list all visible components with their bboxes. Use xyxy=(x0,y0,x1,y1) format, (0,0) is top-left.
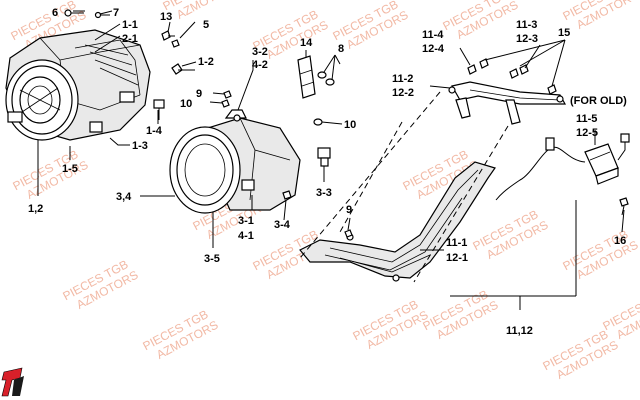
bulb-1-4 xyxy=(153,99,165,120)
callout-11-12: 11,12 xyxy=(506,325,533,337)
callout-9-right: 9 xyxy=(346,204,352,216)
callout-2-1: 2-1 xyxy=(122,33,138,45)
callout-10-right: 10 xyxy=(344,119,356,131)
callout-11-1: 11-1 xyxy=(446,237,467,249)
callout-16: 16 xyxy=(614,235,626,247)
leader-lines xyxy=(37,10,625,310)
callout-14: 14 xyxy=(300,37,313,49)
screw-5 xyxy=(171,39,180,48)
callout-1-1: 1-1 xyxy=(122,19,138,31)
callout-3-4: 3-4 xyxy=(274,219,291,231)
callout-11-4: 11-4 xyxy=(422,29,444,41)
callout-4-2: 4-2 xyxy=(252,59,268,71)
tgb-logo xyxy=(1,367,24,397)
callout-3-1: 3-1 xyxy=(238,215,254,227)
callout-3-4-main: 3,4 xyxy=(116,191,132,203)
connector-3-3 xyxy=(317,147,331,167)
left-headlight-assembly xyxy=(5,29,151,141)
callout-15: 15 xyxy=(558,27,570,39)
lower-bracket-11-1 xyxy=(299,161,496,282)
callout-11-2: 11-2 xyxy=(392,73,413,85)
callout-12-2: 12-2 xyxy=(392,87,414,99)
callout-labels: 6 7 13 5 1-1 2-1 1-2 9 10 1-4 1-3 1-5 1,… xyxy=(28,7,627,337)
callout-4-1: 4-1 xyxy=(238,230,254,242)
screw-6 xyxy=(64,9,84,17)
callout-5: 5 xyxy=(203,19,209,31)
screw-9-right xyxy=(344,229,353,238)
callout-12-1: 12-1 xyxy=(446,252,468,264)
for-old-note: (FOR OLD) xyxy=(570,95,627,107)
callout-3-2: 3-2 xyxy=(252,46,268,58)
module-for-old xyxy=(495,133,630,207)
callout-3-3: 3-3 xyxy=(316,187,332,199)
callout-11-5: 11-5 xyxy=(576,113,597,125)
callout-1-2: 1-2 xyxy=(198,56,214,68)
callout-6: 6 xyxy=(52,7,58,19)
screw-7 xyxy=(94,11,110,19)
bracket-14 xyxy=(297,55,316,99)
callout-11-3: 11-3 xyxy=(516,19,537,31)
callout-12-4: 12-4 xyxy=(422,43,445,55)
center-headlight-assembly xyxy=(169,109,301,214)
callout-8: 8 xyxy=(338,43,344,55)
callout-12-5: 12-5 xyxy=(576,127,598,139)
callout-3-5: 3-5 xyxy=(204,253,220,265)
bolt-1-2 xyxy=(171,63,195,75)
callout-1-3: 1-3 xyxy=(132,140,148,152)
upper-bracket-11-2 xyxy=(448,81,567,125)
callout-1-2-main: 1,2 xyxy=(28,203,43,215)
screw-10-left xyxy=(221,99,230,108)
callout-1-5: 1-5 xyxy=(62,163,78,175)
screws-15 xyxy=(467,58,557,95)
washer-8 xyxy=(313,71,335,126)
callout-9-left: 9 xyxy=(196,88,202,100)
callout-7: 7 xyxy=(113,7,119,19)
callout-12-3: 12-3 xyxy=(516,33,538,45)
screw-13 xyxy=(161,30,175,41)
screw-9-left xyxy=(223,90,232,99)
callout-10-left: 10 xyxy=(180,98,192,110)
screw-3-4 xyxy=(282,190,292,200)
callout-1-4: 1-4 xyxy=(146,125,163,137)
callout-13: 13 xyxy=(160,11,172,23)
